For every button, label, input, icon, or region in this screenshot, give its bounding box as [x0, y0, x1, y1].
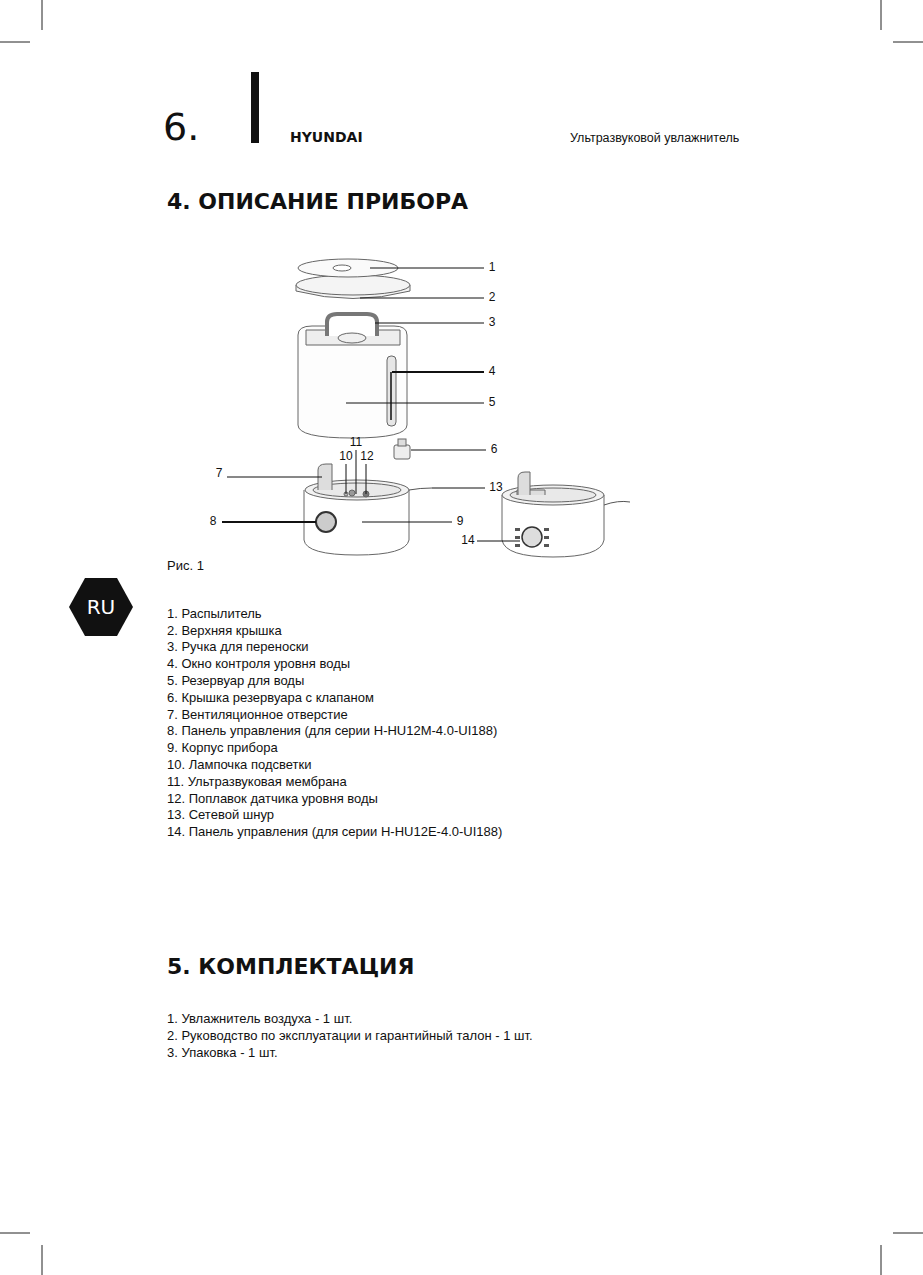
badge-text: RU — [87, 595, 116, 619]
text-label: 2. Верхняя крышка — [167, 624, 282, 639]
text-label: 11. Ультразвуковая мембрана — [167, 775, 347, 790]
text-label: 1. Увлажнитель воздуха - 1 шт. — [167, 1012, 352, 1027]
callout-number: 3 — [489, 316, 496, 330]
callout-number: 12 — [360, 450, 373, 464]
text-label: 3. Ручка для переноски — [167, 640, 309, 655]
text-label: 9. Корпус прибора — [167, 741, 278, 756]
text-label: 10. Лампочка подсветки — [167, 758, 312, 773]
text-label: HYUNDAI — [290, 129, 363, 145]
humidifier-drawing — [296, 259, 630, 557]
text-label: Ультразвуковой увлажнитель — [570, 131, 739, 145]
text-label: 1. Распылитель — [167, 607, 262, 622]
callout-number: 4 — [489, 365, 496, 379]
language-badge: RU — [69, 578, 133, 636]
header-bar — [251, 72, 259, 143]
callout-number: 2 — [489, 291, 496, 305]
callout-number: 8 — [210, 515, 217, 529]
callout-number: 5 — [489, 396, 496, 410]
text-label: 5. Резервуар для воды — [167, 674, 304, 689]
text-label: 7. Вентиляционное отверстие — [167, 708, 348, 723]
text-label: 6. Крышка резервуара с клапаном — [167, 691, 374, 706]
callout-number: 7 — [216, 467, 223, 481]
callout-number: 6 — [491, 443, 498, 457]
callout-number: 9 — [457, 515, 464, 529]
text-label: 6. — [163, 106, 199, 150]
callout-number: 10 — [339, 450, 352, 464]
callout-number: 1 — [489, 261, 496, 275]
callout-number: 11 — [350, 436, 362, 450]
text-label: 8. Панель управления (для серии H-HU12M-… — [167, 724, 497, 739]
text-label: 5. КОМПЛЕКТАЦИЯ — [167, 954, 414, 979]
leader-lines — [222, 268, 520, 541]
text-label: 3. Упаковка - 1 шт. — [167, 1046, 278, 1061]
text-label: 14. Панель управления (для серии H-HU12E… — [167, 825, 502, 840]
callout-number: 14 — [461, 534, 474, 548]
hexagon-outline — [69, 578, 133, 636]
callout-number: 13 — [489, 481, 502, 495]
text-label: 4. Окно контроля уровня воды — [167, 657, 350, 672]
text-label: 2. Руководство по эксплуатации и гаранти… — [167, 1029, 533, 1044]
section-heading: 4. ОПИСАНИЕ ПРИБОРА — [167, 189, 468, 214]
text-label: 12. Поплавок датчика уровня воды — [167, 792, 378, 807]
text-label: 13. Сетевой шнур — [167, 808, 274, 823]
figure-caption: Рис. 1 — [167, 559, 204, 574]
